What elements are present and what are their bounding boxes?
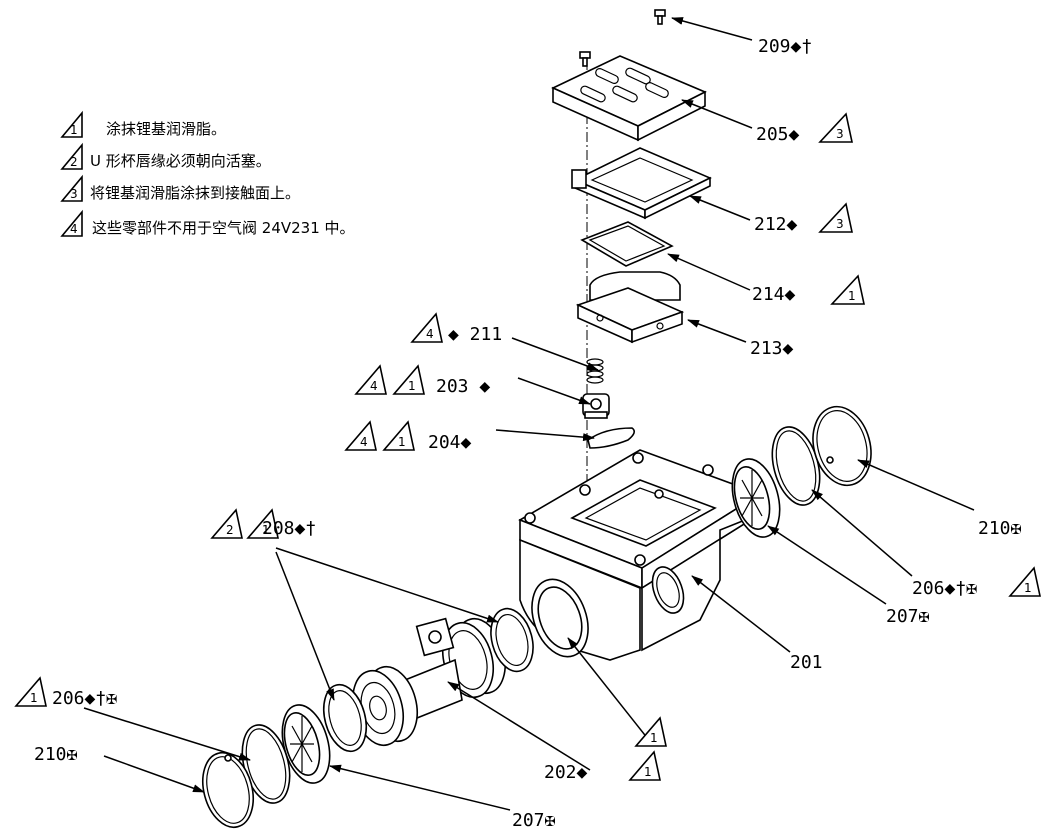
note-ref-triangle-icon: 4 bbox=[354, 364, 387, 395]
part-210-snap-ring-left bbox=[202, 751, 254, 829]
callout-labels: 209◆† 205◆ 3 212◆ 3 214◆ 1 213◆ 4 ◆ 211 … bbox=[14, 36, 1041, 831]
note-ref-triangle-icon: 1 bbox=[246, 508, 279, 539]
svg-text:1: 1 bbox=[650, 731, 658, 745]
leader-lines bbox=[83, 17, 975, 811]
note-ref-triangle-icon: 3 bbox=[818, 202, 853, 233]
svg-text:3: 3 bbox=[836, 217, 844, 231]
svg-text:1: 1 bbox=[848, 289, 856, 303]
part-205-plate bbox=[551, 55, 707, 142]
callout-207-right: 207✠ bbox=[886, 606, 930, 627]
svg-text:2: 2 bbox=[226, 523, 234, 537]
note-ref-triangle-icon: 1 bbox=[1008, 566, 1041, 597]
svg-text:1: 1 bbox=[408, 379, 416, 393]
note-text: 这些零部件不用于空气阀 24V231 中。 bbox=[92, 219, 355, 237]
note-ref-triangle-icon: 1 bbox=[392, 364, 425, 395]
note-text: 将锂基润滑脂涂抹到接触面上。 bbox=[90, 184, 300, 202]
svg-text:1: 1 bbox=[644, 765, 652, 779]
callout-204: 204◆ bbox=[428, 432, 472, 453]
svg-text:4: 4 bbox=[370, 379, 378, 393]
note-2: 2 U 形杯唇缘必须朝向活塞。 bbox=[60, 142, 271, 170]
svg-text:1: 1 bbox=[262, 523, 270, 537]
part-208-cup-left-right bbox=[490, 607, 534, 673]
callout-212: 212◆ bbox=[754, 214, 798, 235]
svg-text:1: 1 bbox=[1024, 581, 1032, 595]
part-209b-screw bbox=[579, 51, 591, 67]
part-201-housing bbox=[518, 449, 762, 661]
note-triangle-icon: 2 bbox=[60, 142, 83, 170]
svg-text:1: 1 bbox=[30, 691, 38, 705]
part-207-cup-right bbox=[731, 458, 781, 538]
note-triangle-icon: 3 bbox=[60, 174, 83, 202]
callout-203: 203 ◆ bbox=[436, 376, 490, 397]
note-ref-triangle-icon: 1 bbox=[382, 420, 415, 451]
part-207-cup-left bbox=[281, 704, 331, 784]
note-text: U 形杯唇缘必须朝向活塞。 bbox=[90, 152, 271, 170]
note-4: 4 这些零部件不用于空气阀 24V231 中。 bbox=[60, 209, 355, 237]
note-ref-triangle-icon: 1 bbox=[628, 750, 661, 781]
part-212-plate bbox=[571, 147, 712, 220]
part-209-screw bbox=[654, 9, 666, 25]
part-202-piston bbox=[352, 617, 506, 747]
callout-201: 201 bbox=[790, 652, 823, 673]
part-206-ring-left bbox=[241, 724, 291, 804]
note-text: 涂抹锂基润滑脂。 bbox=[106, 120, 226, 138]
note-triangle-icon: 4 bbox=[60, 209, 83, 237]
note-ref-triangle-icon: 1 bbox=[634, 716, 667, 747]
svg-text:4: 4 bbox=[360, 435, 368, 449]
note-3: 3 将锂基润滑脂涂抹到接触面上。 bbox=[60, 174, 300, 202]
note-ref-triangle-icon: 1 bbox=[14, 676, 47, 707]
callout-208: 208◆† bbox=[262, 518, 316, 539]
part-204-clip bbox=[587, 427, 636, 449]
callout-205: 205◆ bbox=[756, 124, 800, 145]
svg-text:2: 2 bbox=[70, 155, 78, 169]
svg-text:4: 4 bbox=[426, 327, 434, 341]
part-214-gasket bbox=[580, 221, 674, 267]
note-ref-triangle-icon: 4 bbox=[410, 312, 443, 343]
svg-text:3: 3 bbox=[70, 187, 78, 201]
svg-text:4: 4 bbox=[70, 222, 78, 236]
svg-text:1: 1 bbox=[70, 123, 78, 137]
part-210-snap-ring-right bbox=[812, 405, 872, 487]
svg-text:1: 1 bbox=[398, 435, 406, 449]
callout-207-bottom: 207✠ bbox=[512, 810, 556, 831]
svg-text:3: 3 bbox=[836, 127, 844, 141]
callout-214: 214◆ bbox=[752, 284, 796, 305]
note-ref-triangle-icon: 4 bbox=[344, 420, 377, 451]
callout-202: 202◆ bbox=[544, 762, 588, 783]
note-ref-triangle-icon: 1 bbox=[830, 274, 865, 305]
callout-210-left: 210✠ bbox=[34, 744, 78, 765]
callout-211: ◆ 211 bbox=[448, 324, 502, 345]
callout-206-left: 206◆†✠ bbox=[52, 688, 117, 709]
callout-206-right: 206◆†✠ bbox=[912, 578, 977, 599]
callout-210-right: 210✠ bbox=[978, 518, 1022, 539]
note-triangle-icon: 1 bbox=[60, 110, 83, 138]
callout-213: 213◆ bbox=[750, 338, 794, 359]
note-ref-triangle-icon: 2 bbox=[210, 508, 243, 539]
part-203-block bbox=[582, 393, 610, 419]
notes-legend: 1 涂抹锂基润滑脂。 2 U 形杯唇缘必须朝向活塞。 3 将锂基润滑脂涂抹到接触… bbox=[60, 110, 355, 237]
note-ref-triangle-icon: 3 bbox=[818, 112, 853, 143]
part-208-cup-left bbox=[322, 683, 368, 753]
part-213-block bbox=[575, 271, 685, 344]
part-211-spring bbox=[586, 358, 604, 384]
callout-209: 209◆† bbox=[758, 36, 812, 57]
note-1: 1 涂抹锂基润滑脂。 bbox=[60, 110, 226, 138]
